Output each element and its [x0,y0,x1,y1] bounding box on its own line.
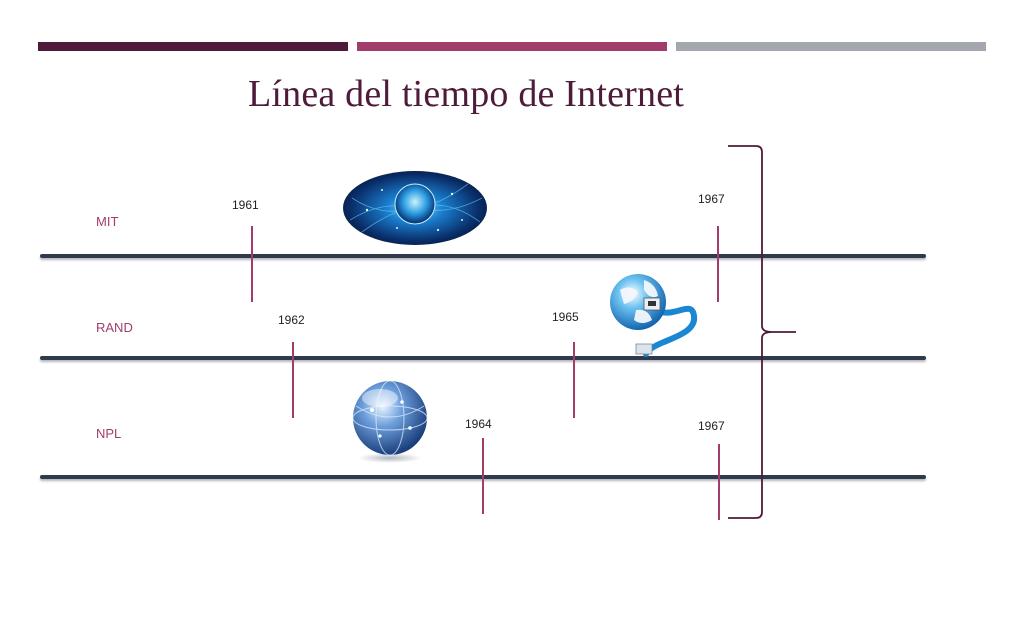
header-bar-magenta [357,42,667,51]
event-year-1967-npl: 1967 [698,419,725,433]
event-year-1964: 1964 [465,417,492,431]
event-tick-1962 [292,342,294,418]
event-tick-1961 [251,226,253,302]
event-year-1961: 1961 [232,198,259,212]
event-tick-1967-mit [717,226,719,302]
grouping-bracket [728,145,796,519]
row-label-rand: RAND [96,320,133,335]
event-year-1962: 1962 [278,313,305,327]
timeline-line-mit [40,254,926,258]
event-tick-1964 [482,438,484,514]
row-label-npl: NPL [96,426,122,441]
row-label-mit: MIT [96,214,119,229]
event-year-1967-mit: 1967 [698,192,725,206]
glossy-globe-icon [352,380,428,463]
globe-with-network-cable-icon [610,274,698,357]
page-title: Línea del tiempo de Internet [247,73,685,115]
event-year-1965: 1965 [552,310,579,324]
header-bar-gray [676,42,986,51]
event-tick-1967-npl [718,444,720,520]
digital-network-globe-icon [343,171,487,245]
timeline-line-rand [40,356,926,360]
header-bar-dark [38,42,348,51]
event-tick-1965 [573,342,575,418]
